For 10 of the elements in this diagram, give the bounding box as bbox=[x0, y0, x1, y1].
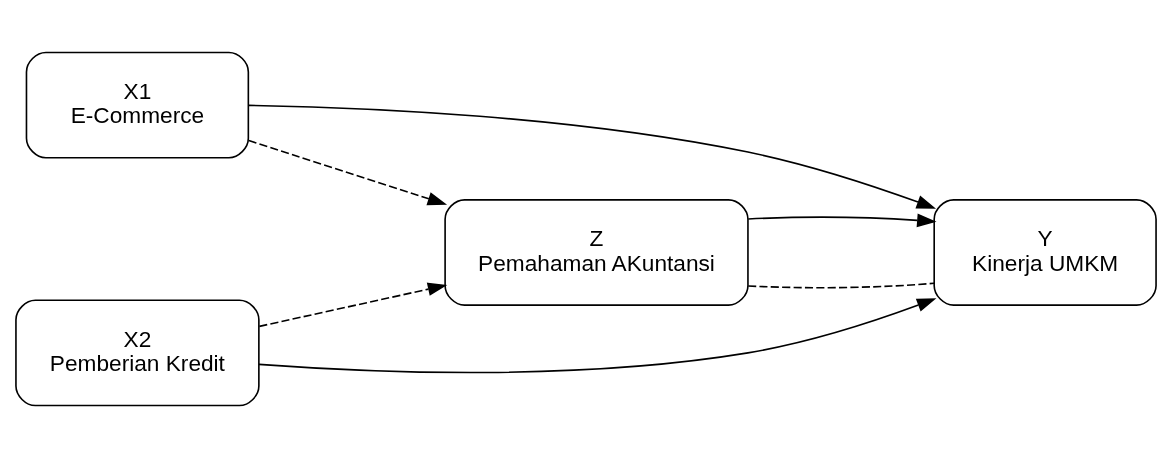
connector bbox=[747, 282, 935, 288]
node-box: X2 Pemberian Kredit bbox=[15, 298, 260, 406]
node-box: Y Kinerja UMKM bbox=[933, 198, 1157, 306]
arrow bbox=[247, 104, 937, 209]
node-box: Z Pemahaman AKuntansi bbox=[444, 198, 749, 306]
arrow bbox=[258, 282, 448, 327]
arrow bbox=[248, 139, 448, 205]
node-box: X1 E-Commerce bbox=[25, 51, 250, 159]
arrow bbox=[747, 213, 937, 227]
arrow bbox=[258, 297, 937, 373]
